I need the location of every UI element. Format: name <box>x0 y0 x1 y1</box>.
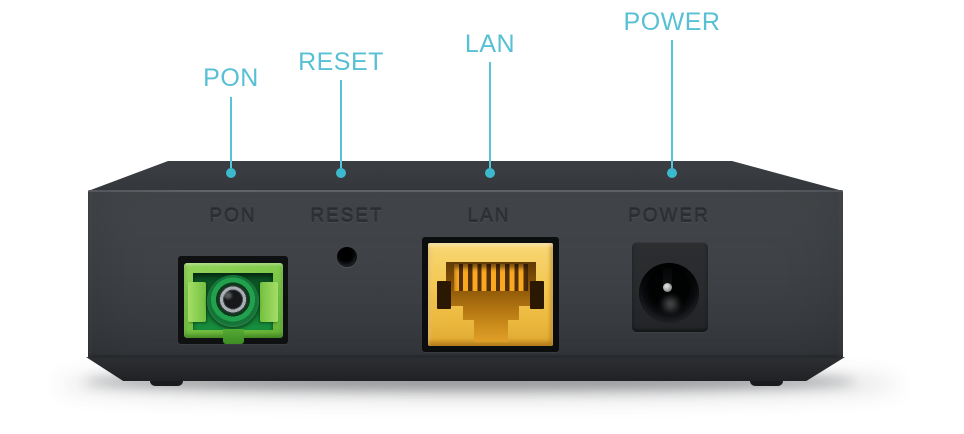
callout-dot-power <box>667 168 677 178</box>
power-jack-recess <box>632 242 708 332</box>
sc-connector-clip-right <box>260 282 278 322</box>
pon-fiber-port <box>178 256 288 344</box>
device-rear-panel: PON RESET LAN POWER <box>88 190 843 358</box>
device-base <box>86 357 845 381</box>
device-foot-right <box>750 376 783 386</box>
callout-dot-lan <box>485 168 495 178</box>
panel-label-lan: LAN <box>467 206 511 227</box>
callout-label-lan: LAN <box>464 30 516 58</box>
callout-label-pon: PON <box>203 64 259 92</box>
callout-line-pon <box>230 97 232 168</box>
dc-center-pin-tip <box>663 283 672 292</box>
panel-label-power: POWER <box>628 206 710 227</box>
dc-center-pin <box>663 268 672 286</box>
device-top-face <box>88 161 843 191</box>
callout-dot-reset <box>336 168 346 178</box>
rj45-side-slot-left <box>437 281 451 309</box>
callout-line-power <box>671 40 673 168</box>
lan-ethernet-port <box>422 237 559 352</box>
callout-dot-pon <box>226 168 236 178</box>
callout-label-power: POWER <box>623 8 721 36</box>
fiber-ferrule <box>207 275 259 327</box>
rj45-contact-pins <box>454 264 528 291</box>
panel-label-reset: RESET <box>310 206 384 227</box>
panel-top-edge-highlight <box>88 190 843 192</box>
rj45-side-slot-right <box>530 281 544 309</box>
ferrule-highlight <box>224 292 232 299</box>
callout-line-reset <box>340 80 342 168</box>
socket-reflection <box>658 295 683 313</box>
reset-pinhole-button <box>337 247 357 267</box>
sc-connector-tab <box>223 329 244 344</box>
sc-connector-clip-left <box>188 282 206 322</box>
device-foot-left <box>150 376 183 386</box>
callout-line-lan <box>489 62 491 168</box>
panel-label-pon: PON <box>209 206 257 227</box>
callout-label-reset: RESET <box>298 48 384 76</box>
